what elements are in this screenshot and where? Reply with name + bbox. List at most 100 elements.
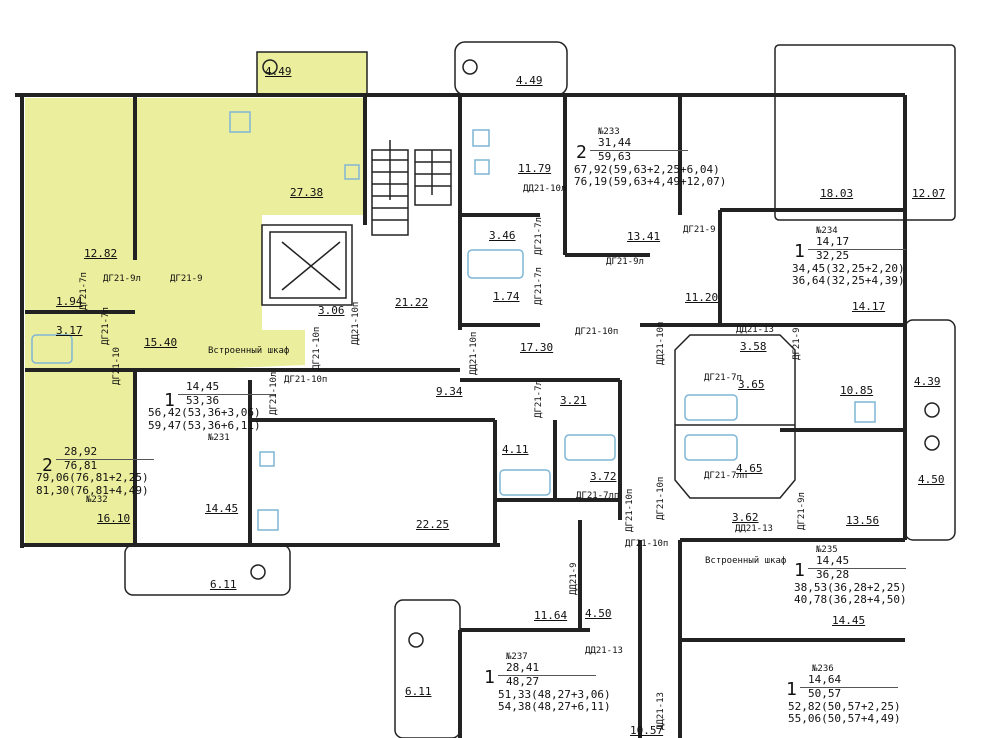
living-area: 14,17 bbox=[808, 236, 906, 250]
area-with-loggia-half: 52,82(50,57+2,25) bbox=[788, 699, 901, 713]
total-area: 53,36 bbox=[186, 393, 220, 407]
door-label: ДД21-13 bbox=[735, 524, 773, 534]
apartment-number: №234 bbox=[816, 226, 838, 236]
room-area: 6.11 bbox=[210, 578, 237, 591]
room-area: 3.06 bbox=[318, 304, 345, 317]
door-label: ДГ21-9л bbox=[797, 492, 807, 530]
ventilation-circles bbox=[250, 59, 940, 648]
room-area: 11.79 bbox=[518, 162, 552, 175]
room-area: 11.20 bbox=[685, 291, 719, 304]
area-with-loggia-full: 55,06(50,57+4,49) bbox=[788, 712, 901, 726]
apartment-number: №235 bbox=[816, 545, 838, 555]
room-area: 14.45 bbox=[832, 614, 866, 627]
room-area: 1.94 bbox=[56, 295, 83, 308]
room-area: 21.22 bbox=[395, 296, 429, 309]
room-area: 4.39 bbox=[914, 375, 941, 388]
apartment-236-info: №236 1 14,64 50,57 52,82(50,57+2,25) 55,… bbox=[786, 664, 901, 726]
room-area: 13.41 bbox=[627, 230, 661, 243]
area-with-loggia-half: 34,45(32,25+2,20) bbox=[792, 261, 905, 275]
door-label: ДГ21-7л bbox=[534, 267, 544, 305]
door-label: ДД21-10л bbox=[523, 184, 567, 194]
apartment-232-highlight[interactable] bbox=[25, 98, 365, 545]
door-label: ДГ21-7п bbox=[101, 307, 111, 345]
room-area: 4.65 bbox=[736, 462, 763, 475]
room-area: 4.50 bbox=[585, 607, 612, 620]
room-count: 1 bbox=[786, 679, 797, 700]
room-area: 6.11 bbox=[405, 685, 432, 698]
room-area: 4.49 bbox=[516, 74, 543, 87]
apartment-number: №237 bbox=[506, 652, 528, 662]
room-area: 4.50 bbox=[918, 473, 945, 486]
room-area: 10.57 bbox=[630, 724, 664, 737]
room-count: 1 bbox=[794, 241, 805, 262]
walls bbox=[15, 93, 907, 738]
area-with-loggia-full: 81,30(76,81+4,49) bbox=[36, 483, 149, 497]
area-with-loggia-full: 40,78(36,28+4,50) bbox=[794, 593, 907, 607]
door-label: ДД21-9 bbox=[569, 562, 579, 595]
room-area: 3.58 bbox=[740, 340, 767, 353]
room-area: 12.07 bbox=[912, 187, 946, 200]
room-area: 15.40 bbox=[144, 336, 178, 349]
plumbing-fixtures bbox=[31, 111, 876, 531]
apartment-number: №232 bbox=[86, 494, 108, 505]
living-area: 14,64 bbox=[800, 674, 898, 688]
apartment-233-info: №233 2 31,44 59,63 67,92(59,63+2,25+6,04… bbox=[574, 127, 726, 189]
room-area: 4.49 bbox=[265, 65, 292, 78]
room-count: 1 bbox=[164, 390, 175, 411]
room-area: 3.62 bbox=[732, 511, 759, 524]
door-label: ДГ21-10п bbox=[575, 327, 619, 337]
apartment-234-info: №234 1 14,17 32,25 34,45(32,25+2,20) 36,… bbox=[792, 226, 906, 288]
built-in-wardrobe-label: Встроенный шкаф bbox=[208, 346, 290, 356]
area-with-loggia-half: 51,33(48,27+3,06) bbox=[498, 687, 611, 701]
door-label: ДГ21-10п bbox=[656, 476, 666, 520]
door-label: ДГ21-9л bbox=[606, 257, 644, 267]
room-area: 3.17 bbox=[56, 324, 83, 337]
apartment-232-info: 2 28,92 76,81 79,06(76,81+2,25) 81,30(76… bbox=[36, 445, 154, 505]
area-with-loggia-half: 67,92(59,63+2,25+6,04) bbox=[574, 162, 720, 176]
door-label: ДГ21-10п bbox=[284, 375, 328, 385]
door-label: ДГ21-7л bbox=[534, 217, 544, 255]
door-label: ДГ21-10п bbox=[312, 326, 322, 370]
thin-lines bbox=[124, 41, 956, 738]
door-label: ДД21-10п bbox=[656, 321, 666, 365]
total-area: 32,25 bbox=[816, 248, 850, 262]
room-area: 11.64 bbox=[534, 609, 568, 622]
total-area: 59,63 bbox=[598, 149, 632, 163]
door-label: ДГ21-10п bbox=[625, 539, 669, 549]
area-with-loggia-half: 38,53(36,28+2,25) bbox=[794, 580, 907, 594]
door-label: ДД21-10п bbox=[469, 331, 479, 375]
room-area: 27.38 bbox=[290, 186, 324, 199]
room-count: 1 bbox=[484, 667, 495, 688]
area-with-loggia-full: 59,47(53,36+6,11) bbox=[148, 418, 261, 432]
door-label: ДГ21-9 bbox=[683, 225, 716, 235]
room-area: 1.74 bbox=[493, 290, 520, 303]
total-area: 36,28 bbox=[816, 567, 850, 581]
living-area: 28,92 bbox=[56, 445, 154, 460]
room-count: 2 bbox=[42, 455, 53, 476]
apartment-231-info: 1 14,45 53,36 56,42(53,36+3,06) 59,47(53… bbox=[148, 380, 276, 443]
door-label: ДГ21-9л bbox=[103, 274, 141, 284]
room-area: 4.11 bbox=[502, 443, 529, 456]
room-area: 9.34 bbox=[436, 385, 463, 398]
area-with-loggia-full: 76,19(59,63+4,49+12,07) bbox=[574, 175, 727, 189]
room-area: 18.03 bbox=[820, 187, 854, 200]
apartment-237-info: №237 1 28,41 48,27 51,33(48,27+3,06) 54,… bbox=[484, 652, 611, 714]
area-with-loggia-full: 36,64(32,25+4,39) bbox=[792, 274, 905, 288]
room-area: 3.72 bbox=[590, 470, 617, 483]
door-label: ДД21-13 bbox=[736, 325, 774, 335]
room-area: 14.17 bbox=[852, 300, 886, 313]
balcony-highlight bbox=[257, 52, 367, 95]
room-area: 10.85 bbox=[840, 384, 874, 397]
total-area: 48,27 bbox=[506, 674, 540, 688]
door-label: ДГ21-7п bbox=[79, 272, 89, 310]
area-with-loggia-full: 54,38(48,27+6,11) bbox=[498, 700, 611, 714]
room-count: 1 bbox=[794, 560, 805, 581]
door-label: ДГ21-9 bbox=[792, 327, 802, 360]
apartment-235-info: №235 1 14,45 36,28 38,53(36,28+2,25) 40,… bbox=[794, 545, 907, 607]
living-area: 14,45 bbox=[808, 555, 906, 569]
room-area: 3.65 bbox=[738, 378, 765, 391]
room-area: 3.21 bbox=[560, 394, 587, 407]
living-area: 14,45 bbox=[178, 380, 276, 395]
